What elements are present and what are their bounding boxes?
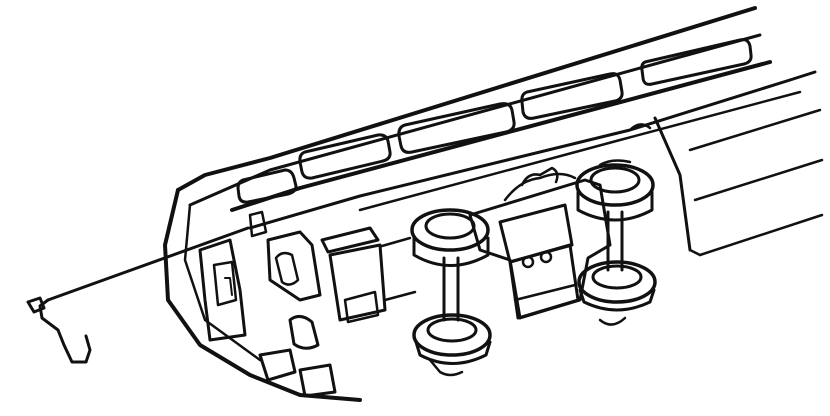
- wheelset-right: [575, 159, 657, 312]
- car-front-end: [198, 210, 387, 398]
- wheelset-left: [410, 208, 492, 365]
- car-body: [163, 6, 824, 402]
- car-windows: [236, 38, 753, 204]
- coupler-wire: [26, 226, 250, 364]
- undercarriage-details: [380, 123, 652, 377]
